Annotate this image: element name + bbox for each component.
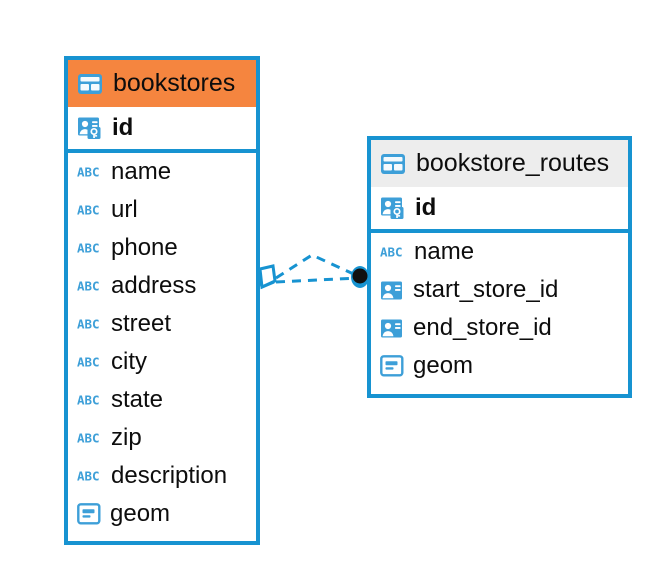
relationship-connector[interactable] <box>250 238 380 318</box>
attribute-label: geom <box>110 500 171 527</box>
attribute-row-name[interactable]: ABC name <box>371 233 628 271</box>
svg-text:ABC: ABC <box>77 203 100 217</box>
attribute-row-address[interactable]: ABC address <box>68 267 256 305</box>
attribute-row-id[interactable]: id <box>68 107 256 153</box>
svg-text:ABC: ABC <box>77 393 100 407</box>
filled-circle-marker <box>351 266 369 288</box>
primary-key-icon <box>77 116 103 140</box>
attribute-row-start-store-id[interactable]: start_store_id <box>371 271 628 309</box>
svg-text:ABC: ABC <box>380 245 403 259</box>
attribute-label: name <box>414 238 475 265</box>
entity-header-bookstore-routes[interactable]: bookstore_routes <box>371 140 628 187</box>
attribute-label: address <box>111 272 197 299</box>
attribute-row-description[interactable]: ABC description <box>68 457 256 495</box>
table-icon <box>77 73 103 95</box>
abc-text-icon: ABC <box>380 245 405 259</box>
attribute-row-id[interactable]: id <box>371 187 628 233</box>
svg-text:ABC: ABC <box>77 317 100 331</box>
svg-text:ABC: ABC <box>77 165 100 179</box>
foreign-key-icon <box>380 280 404 301</box>
geometry-icon <box>77 503 101 525</box>
attribute-label: phone <box>111 234 178 261</box>
foreign-key-icon <box>380 318 404 339</box>
diamond-marker <box>256 264 277 290</box>
entity-bookstores[interactable]: bookstores id A <box>64 56 260 545</box>
attribute-label: city <box>111 348 147 375</box>
abc-text-icon: ABC <box>77 317 102 331</box>
svg-text:ABC: ABC <box>77 431 100 445</box>
svg-text:ABC: ABC <box>77 469 100 483</box>
relationship-line-lower <box>275 276 359 284</box>
abc-text-icon: ABC <box>77 203 102 217</box>
attribute-row-street[interactable]: ABC street <box>68 305 256 343</box>
abc-text-icon: ABC <box>77 393 102 407</box>
table-icon <box>380 153 406 175</box>
primary-key-icon <box>380 196 406 220</box>
attribute-row-phone[interactable]: ABC phone <box>68 229 256 267</box>
attribute-row-geom[interactable]: geom <box>371 347 628 385</box>
attribute-row-url[interactable]: ABC url <box>68 191 256 229</box>
attribute-row-zip[interactable]: ABC zip <box>68 419 256 457</box>
svg-text:ABC: ABC <box>77 279 100 293</box>
attribute-row-geom[interactable]: geom <box>68 495 256 533</box>
attribute-row-name[interactable]: ABC name <box>68 153 256 191</box>
attribute-row-end-store-id[interactable]: end_store_id <box>371 309 628 347</box>
relationship-line-upper <box>275 253 359 280</box>
attribute-label: id <box>112 114 134 141</box>
attribute-label: id <box>415 194 437 221</box>
abc-text-icon: ABC <box>77 279 102 293</box>
attribute-label: url <box>111 196 138 223</box>
abc-text-icon: ABC <box>77 241 102 255</box>
attribute-row-state[interactable]: ABC state <box>68 381 256 419</box>
entity-title: bookstore_routes <box>416 149 610 177</box>
abc-text-icon: ABC <box>77 431 102 445</box>
svg-text:ABC: ABC <box>77 241 100 255</box>
abc-text-icon: ABC <box>77 469 102 483</box>
attribute-label: name <box>111 158 172 185</box>
attribute-row-city[interactable]: ABC city <box>68 343 256 381</box>
abc-text-icon: ABC <box>77 165 102 179</box>
geometry-icon <box>380 355 404 377</box>
entity-bookstore-routes[interactable]: bookstore_routes id <box>367 136 632 398</box>
attribute-label: street <box>111 310 172 337</box>
attribute-label: zip <box>111 424 142 451</box>
attribute-label: description <box>111 462 228 489</box>
attribute-label: geom <box>413 352 474 379</box>
svg-text:ABC: ABC <box>77 355 100 369</box>
entity-header-bookstores[interactable]: bookstores <box>68 60 256 107</box>
entity-title: bookstores <box>113 69 236 97</box>
attribute-label: end_store_id <box>413 314 552 341</box>
attribute-label: state <box>111 386 164 413</box>
abc-text-icon: ABC <box>77 355 102 369</box>
attribute-label: start_store_id <box>413 276 559 303</box>
